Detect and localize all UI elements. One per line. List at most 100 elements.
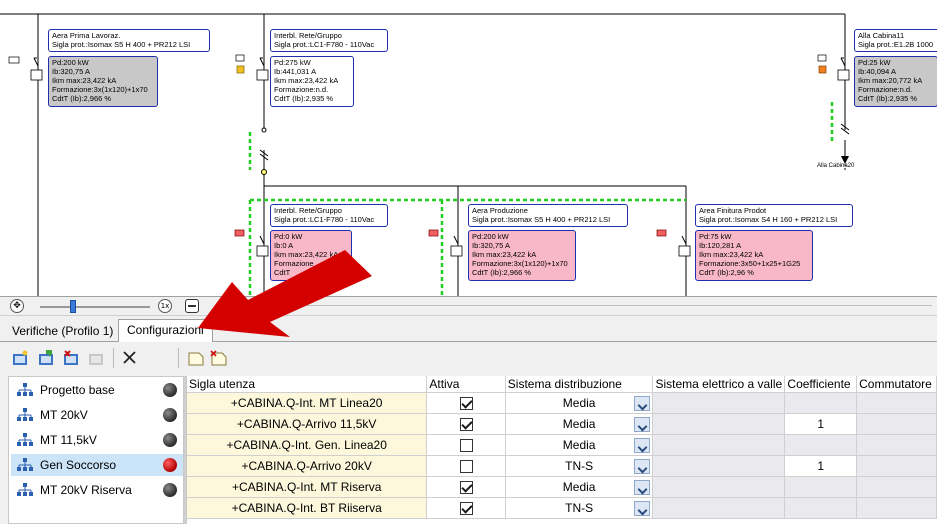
chevron-down-icon[interactable]	[634, 437, 651, 453]
feeder-label-6[interactable]: Area Finitura Prodot Sigla prot.:Isomax …	[695, 204, 853, 227]
zoom-slider-thumb[interactable]	[70, 300, 76, 313]
cell-commutatore	[856, 434, 937, 456]
delete-page-icon[interactable]	[210, 350, 228, 366]
tab-configurazioni[interactable]: Configurazioni	[118, 319, 213, 343]
fit-page-icon[interactable]	[185, 299, 199, 313]
feeder-label-3[interactable]: Alla Cabina11 Sigla prot.:E1.2B 1000	[854, 29, 937, 52]
cell-commutatore	[856, 497, 937, 519]
single-line-diagram[interactable]: Aera Prima Lavoraz. Sigla prot.:Isomax S…	[0, 0, 937, 296]
feeder-data-2[interactable]: Pd:275 kW Ib:441,031 A Ikm max:23,422 kA…	[270, 56, 354, 107]
cell-coefficiente[interactable]	[784, 392, 858, 414]
cabin-link-label[interactable]: Alla Cabina20	[817, 163, 855, 169]
sistema-value: Media	[562, 479, 596, 494]
feeder-data-5[interactable]: Pd:200 kW Ib:320,75 A Ikm max:23,422 kA …	[468, 230, 576, 281]
table-row[interactable]: +CABINA.Q-Int. Gen. Linea20 Media	[187, 434, 937, 456]
tab-verifiche[interactable]: Verifiche (Profilo 1)	[12, 324, 114, 338]
attiva-checkbox[interactable]	[459, 501, 473, 515]
cell-sistema[interactable]: Media	[505, 392, 654, 414]
cell-sistema[interactable]: Media	[505, 476, 654, 498]
config-grid: Sigla utenza Attiva Sistema distribuzion…	[186, 376, 937, 524]
chevron-down-icon[interactable]	[634, 395, 651, 411]
cell-sistema[interactable]: TN-S	[505, 455, 654, 477]
chevron-down-icon[interactable]	[634, 416, 651, 432]
config-label: MT 20kV	[40, 408, 88, 422]
feeder-protection: Sigla prot.:LC1-F780 - 110Vac	[274, 40, 375, 49]
cell-coefficiente[interactable]: 1	[784, 413, 858, 435]
feeder-data-3[interactable]: Pd:25 kW Ib:40,094 A Ikm max:20,772 kA F…	[854, 56, 937, 107]
config-item-progetto-base[interactable]: Progetto base	[11, 379, 183, 401]
cell-coefficiente[interactable]	[784, 434, 858, 456]
splitter[interactable]	[184, 376, 186, 524]
attiva-checkbox[interactable]	[459, 417, 473, 431]
zoom-slider-track[interactable]	[40, 306, 150, 308]
col-header-commutatore[interactable]: Commutatore	[856, 376, 937, 393]
cell-coefficiente[interactable]: 1	[784, 455, 858, 477]
cell-sistema[interactable]: TN-S	[505, 497, 654, 519]
new-config-icon[interactable]	[12, 350, 30, 366]
cell-attiva	[426, 413, 506, 435]
feeder-data-4[interactable]: Pd:0 kW Ib:0 A Ikm max:23,422 kA Formazi…	[270, 230, 352, 281]
col-header-sigla[interactable]: Sigla utenza	[187, 376, 428, 393]
delete-config-icon[interactable]	[63, 350, 81, 366]
table-row[interactable]: +CABINA.Q-Int. MT Riserva Media	[187, 476, 937, 498]
col-header-sistema-distribuzione[interactable]: Sistema distribuzione	[505, 376, 654, 393]
col-header-coefficiente[interactable]: Coefficiente	[784, 376, 858, 393]
config-item-mt-20kv-riserva[interactable]: MT 20kV Riserva	[11, 479, 183, 501]
feeder-data-1[interactable]: Pd:200 kW Ib:320,75 A Ikm max:23,422 kA …	[48, 56, 158, 107]
chevron-down-icon[interactable]	[634, 479, 651, 495]
sistema-value: Media	[562, 437, 596, 452]
table-row[interactable]: +CABINA.Q-Arrivo 20kV TN-S 1	[187, 455, 937, 477]
feeder-protection: Sigla prot.:E1.2B 1000	[858, 40, 934, 49]
chevron-down-icon[interactable]	[634, 500, 651, 516]
feeder-data-6[interactable]: Pd:75 kW Ib:120,281 A Ikm max:23,422 kA …	[695, 230, 813, 281]
zoom-bar: ✥ 1x	[0, 296, 937, 316]
feeder-label-1[interactable]: Aera Prima Lavoraz. Sigla prot.:Isomax S…	[48, 29, 210, 52]
feeder-name: Aera Produzione	[472, 206, 528, 215]
config-item-mt-20kv[interactable]: MT 20kV	[11, 404, 183, 426]
feeder-label-5[interactable]: Aera Produzione Sigla prot.:Isomax S5 H …	[468, 204, 628, 227]
attiva-checkbox[interactable]	[459, 459, 473, 473]
zoom-reset-button[interactable]: 1x	[158, 299, 172, 313]
cell-coefficiente[interactable]	[784, 476, 858, 498]
configuration-list: Progetto base MT 20kV MT 11,5kV Gen Socc…	[8, 376, 184, 524]
feeder-label-2[interactable]: Interbl. Rete/Gruppo Sigla prot.:LC1-F78…	[270, 29, 388, 52]
diagram-wiring	[0, 13, 850, 296]
data-line: Ib:441,031 A	[274, 67, 317, 76]
data-line: CdtT (Ib):2,935 %	[274, 94, 334, 103]
col-header-attiva[interactable]: Attiva	[426, 376, 506, 393]
data-line: Formazione:3x50+1x25+1G25	[699, 259, 801, 268]
table-row[interactable]: +CABINA.Q-Int. BT Riiserva TN-S	[187, 497, 937, 519]
table-row[interactable]: +CABINA.Q-Arrivo 11,5kV Media 1	[187, 413, 937, 435]
data-line: CdtT (Ib):2,96 %	[699, 268, 754, 277]
table-row[interactable]: +CABINA.Q-Int. MT Linea20 Media	[187, 392, 937, 414]
new-page-icon[interactable]	[187, 350, 205, 366]
config-item-gen-soccorso[interactable]: Gen Soccorso	[11, 454, 183, 476]
cell-commutatore	[856, 413, 937, 435]
attiva-checkbox[interactable]	[459, 396, 473, 410]
import-config-icon[interactable]	[38, 350, 56, 366]
hierarchy-icon	[17, 483, 33, 496]
cell-commutatore	[856, 392, 937, 414]
chevron-down-icon[interactable]	[634, 458, 651, 474]
cell-sistema[interactable]: Media	[505, 434, 654, 456]
cell-coefficiente[interactable]	[784, 497, 858, 519]
attiva-checkbox[interactable]	[459, 480, 473, 494]
pan-icon[interactable]: ✥	[10, 299, 24, 313]
close-icon[interactable]	[121, 350, 139, 366]
status-dot-icon	[163, 383, 177, 397]
data-line: Ib:320,75 A	[52, 67, 90, 76]
sistema-value: Media	[562, 395, 596, 410]
feeder-label-4[interactable]: Interbl. Rete/Gruppo Sigla prot.:LC1-F78…	[270, 204, 388, 227]
config-item-mt-11-5kv[interactable]: MT 11,5kV	[11, 429, 183, 451]
col-header-sistema-elettrico[interactable]: Sistema elettrico a valle	[652, 376, 786, 393]
cell-attiva	[426, 455, 506, 477]
data-line: Pd:25 kW	[858, 58, 891, 67]
cell-sigla: +CABINA.Q-Arrivo 20kV	[187, 455, 428, 477]
refresh-config-icon[interactable]	[88, 350, 106, 366]
attiva-checkbox[interactable]	[459, 438, 473, 452]
data-line: CdtT (Ib):2,966 %	[472, 268, 532, 277]
hierarchy-icon	[17, 408, 33, 421]
cell-sistema[interactable]: Media	[505, 413, 654, 435]
data-line: Ib:320,75 A	[472, 241, 510, 250]
config-toolbar	[0, 342, 937, 374]
